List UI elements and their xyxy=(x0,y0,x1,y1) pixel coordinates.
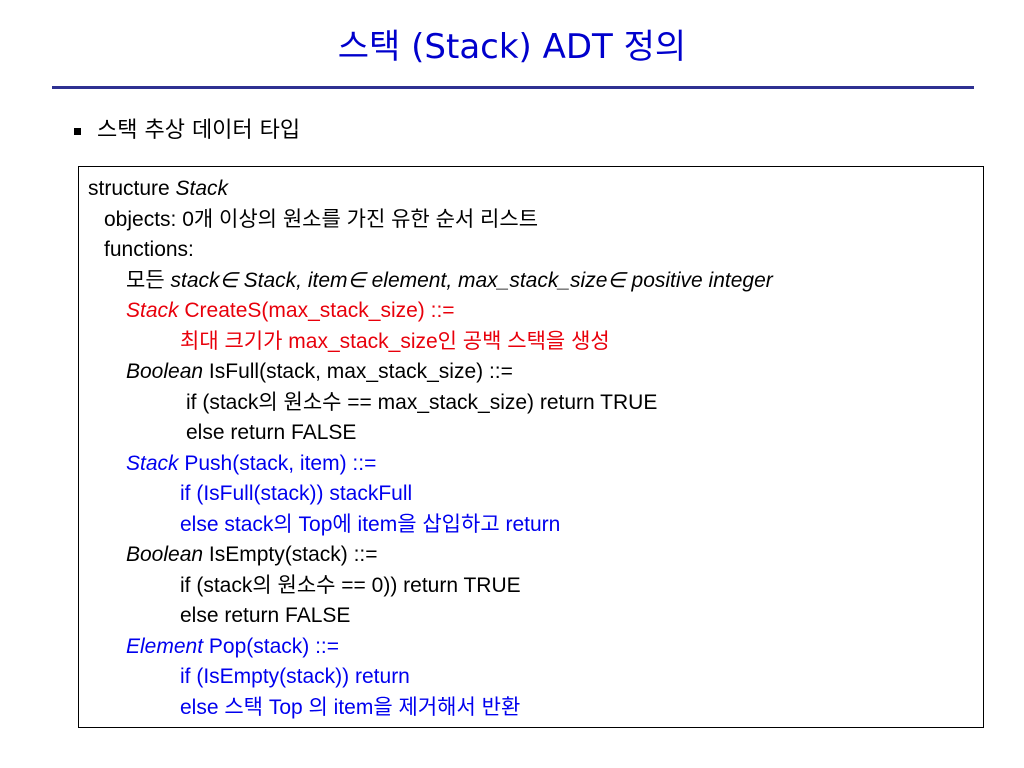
structure-name: Stack xyxy=(175,177,229,200)
pop-if-line: if (IsEmpty(stack)) return xyxy=(180,665,410,688)
create-description: 최대 크기가 max_stack_size인 공백 스택을 생성 xyxy=(180,329,610,353)
objects-line: objects: 0개 이상의 원소를 가진 유한 순서 리스트 xyxy=(104,207,539,231)
isfull-else-line: else return FALSE xyxy=(186,421,357,444)
create-signature: Stack CreateS(max_stack_size) ::= xyxy=(88,296,978,327)
structure-line: structure Stack xyxy=(88,174,978,205)
square-bullet-icon xyxy=(74,127,81,135)
bullet-item: 스택 추상 데이터 타입 xyxy=(74,114,300,148)
push-return-type: Stack xyxy=(126,451,179,475)
pop-signature: Element Pop(stack) ::= xyxy=(88,632,978,663)
declaration-prefix: 모든 xyxy=(126,268,171,292)
push-else-line: else stack의 Top에 item을 삽입하고 return xyxy=(180,512,561,536)
push-name: Push(stack, item) ::= xyxy=(178,451,377,475)
adt-code-block: structure Stack objects: 0개 이상의 원소를 가진 유… xyxy=(88,174,978,723)
pop-name: Pop(stack) ::= xyxy=(203,634,340,658)
create-name: CreateS(max_stack_size) ::= xyxy=(178,299,455,322)
declaration-types: stack∈ Stack, item∈ element, max_stack_s… xyxy=(170,268,773,292)
pop-else-line: else 스택 Top 의 item을 제거해서 반환 xyxy=(180,695,521,719)
isfull-name: IsFull(stack, max_stack_size) ::= xyxy=(203,360,513,383)
isempty-else-line: else return FALSE xyxy=(180,604,351,627)
isempty-if-line: if (stack의 원소수 == 0)) return TRUE xyxy=(180,573,521,597)
isempty-signature: Boolean IsEmpty(stack) ::= xyxy=(88,540,978,571)
slide-title: 스택 (Stack) ADT 정의 xyxy=(337,27,687,67)
isfull-signature: Boolean IsFull(stack, max_stack_size) ::… xyxy=(88,357,978,388)
push-signature: Stack Push(stack, item) ::= xyxy=(88,449,978,480)
pop-return-type: Element xyxy=(126,634,204,658)
isfull-return-type: Boolean xyxy=(126,360,204,383)
structure-keyword: structure xyxy=(88,177,176,200)
adt-definition-box xyxy=(78,166,984,728)
create-return-type: Stack xyxy=(126,299,179,322)
isfull-if-line: if (stack의 원소수 == max_stack_size) return… xyxy=(186,390,658,414)
bullet-text: 스택 추상 데이터 타입 xyxy=(97,118,301,143)
isempty-return-type: Boolean xyxy=(126,543,204,566)
declaration-line: 모든 stack∈ Stack, item∈ element, max_stac… xyxy=(88,266,978,297)
isempty-name: IsEmpty(stack) ::= xyxy=(203,543,378,566)
title-underline xyxy=(52,86,974,89)
functions-line: functions: xyxy=(104,238,194,261)
push-if-line: if (IsFull(stack)) stackFull xyxy=(180,482,413,505)
